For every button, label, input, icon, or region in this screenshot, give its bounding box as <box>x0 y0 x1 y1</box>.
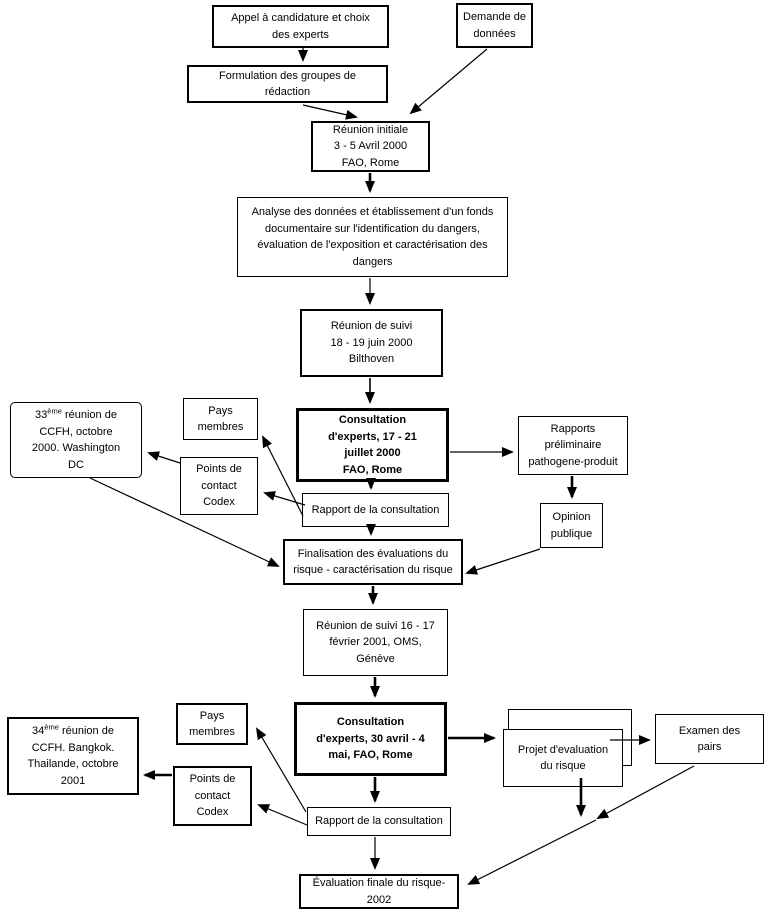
node-evaluation-finale: Évaluation finale du risque- 2002 <box>299 874 459 909</box>
node-reunion-suivi-geneve: Réunion de suivi 16 - 17 février 2001, O… <box>303 609 448 676</box>
node-formulation-groupes: Formulation des groupes de rédaction <box>187 65 388 103</box>
arrow-formulation-to-reunion-initiale <box>302 104 358 120</box>
node-appel-candidature: Appel à candidature et choix des experts <box>212 5 389 48</box>
ccfh33-text: 33ème réunion de CCFH, octobre 2000. Was… <box>31 406 121 471</box>
arrow-rapport-1-to-points-contact-1 <box>263 491 306 506</box>
node-demande-donnees: Demande de données <box>456 3 533 48</box>
node-consultation-experts-mai-2001: Consultation d'experts, 30 avril - 4 mai… <box>294 702 447 776</box>
node-examen-des-pairs: Examen des pairs <box>655 714 764 764</box>
node-finalisation-evaluations: Finalisation des évaluations du risque -… <box>283 539 463 585</box>
node-reunion-suivi-bilthoven: Réunion de suivi 18 - 19 juin 2000 Bilth… <box>300 309 443 377</box>
node-rapports-preliminaires: Rapports préliminaire pathogene-produit <box>518 416 628 475</box>
node-opinion-publique: Opinion publique <box>540 503 603 548</box>
node-ccfh-33-reunion: 33ème réunion de CCFH, octobre 2000. Was… <box>10 402 142 478</box>
node-rapport-consultation-2: Rapport de la consultation <box>307 807 451 836</box>
arrow-opinion-to-finalisation <box>465 548 541 575</box>
node-projet-evaluation-risque: Projet d'evaluation du risque <box>503 729 623 787</box>
arrow-junction-to-evaluation-finale <box>467 819 597 885</box>
node-pays-membres-2: Pays membres <box>176 703 248 745</box>
node-consultation-experts-juillet-2000: Consultation d'experts, 17 - 21 juillet … <box>296 408 449 482</box>
node-rapport-consultation-1: Rapport de la consultation <box>302 493 449 527</box>
node-pays-membres-1: Pays membres <box>183 398 258 440</box>
ccfh34-text: 34ème réunion de CCFH. Bangkok. Thailand… <box>27 722 119 787</box>
node-reunion-initiale: Réunion initiale 3 - 5 Avril 2000 FAO, R… <box>311 121 430 172</box>
node-points-contact-codex-1: Points de contact Codex <box>180 457 258 515</box>
arrow-rapport-2-to-points-contact-2 <box>257 804 308 826</box>
node-points-contact-codex-2: Points de contact Codex <box>173 766 252 826</box>
node-ccfh-34-reunion: 34ème réunion de CCFH. Bangkok. Thailand… <box>7 717 139 795</box>
node-analyse-donnees: Analyse des données et établissement d'u… <box>237 197 508 277</box>
arrow-points-contact-1-to-ccfh-33 <box>147 451 181 464</box>
arrow-demande-to-reunion-initiale <box>409 48 488 115</box>
